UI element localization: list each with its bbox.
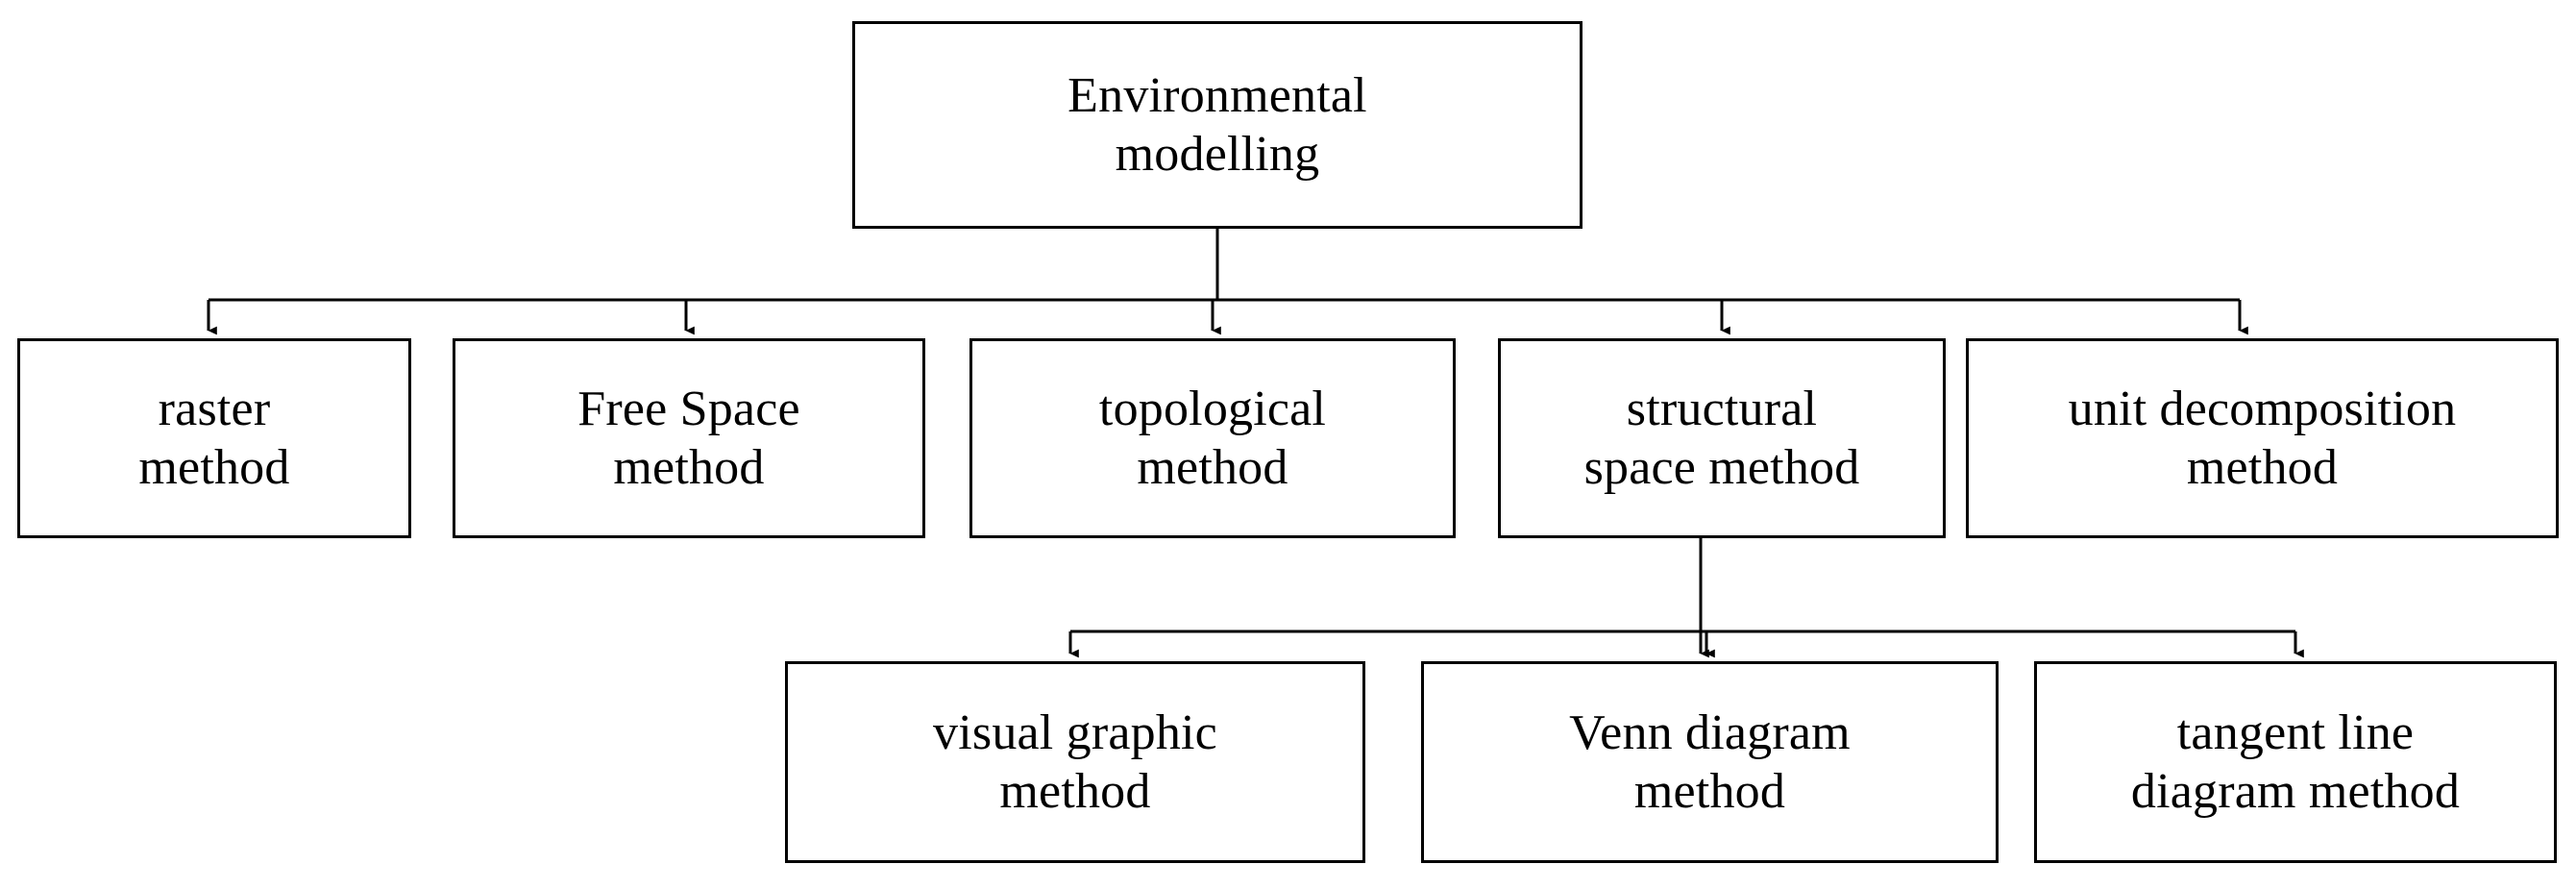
- node-raster-method[interactable]: raster method: [17, 338, 411, 538]
- node-label: tangent line diagram method: [2130, 704, 2461, 819]
- node-tangent-line-diagram-method[interactable]: tangent line diagram method: [2034, 661, 2557, 863]
- edges-from-root: [207, 229, 2248, 335]
- edges-from-structural-space-method: [1068, 538, 2304, 658]
- node-free-space-method[interactable]: Free Space method: [453, 338, 925, 538]
- node-label: unit decomposition method: [2068, 381, 2457, 495]
- node-label: Environmental modelling: [1067, 67, 1367, 182]
- node-label: topological method: [1098, 381, 1327, 495]
- node-label: structural space method: [1583, 381, 1860, 495]
- node-venn-diagram-method[interactable]: Venn diagram method: [1421, 661, 1999, 863]
- node-structural-space-method[interactable]: structural space method: [1498, 338, 1946, 538]
- node-visual-graphic-method[interactable]: visual graphic method: [785, 661, 1365, 863]
- node-label: Venn diagram method: [1569, 704, 1851, 819]
- node-label: visual graphic method: [933, 704, 1217, 819]
- node-topological-method[interactable]: topological method: [969, 338, 1456, 538]
- node-unit-decomposition-method[interactable]: unit decomposition method: [1966, 338, 2559, 538]
- node-environmental-modelling[interactable]: Environmental modelling: [852, 21, 1582, 229]
- node-label: Free Space method: [577, 381, 800, 495]
- node-label: raster method: [138, 381, 290, 495]
